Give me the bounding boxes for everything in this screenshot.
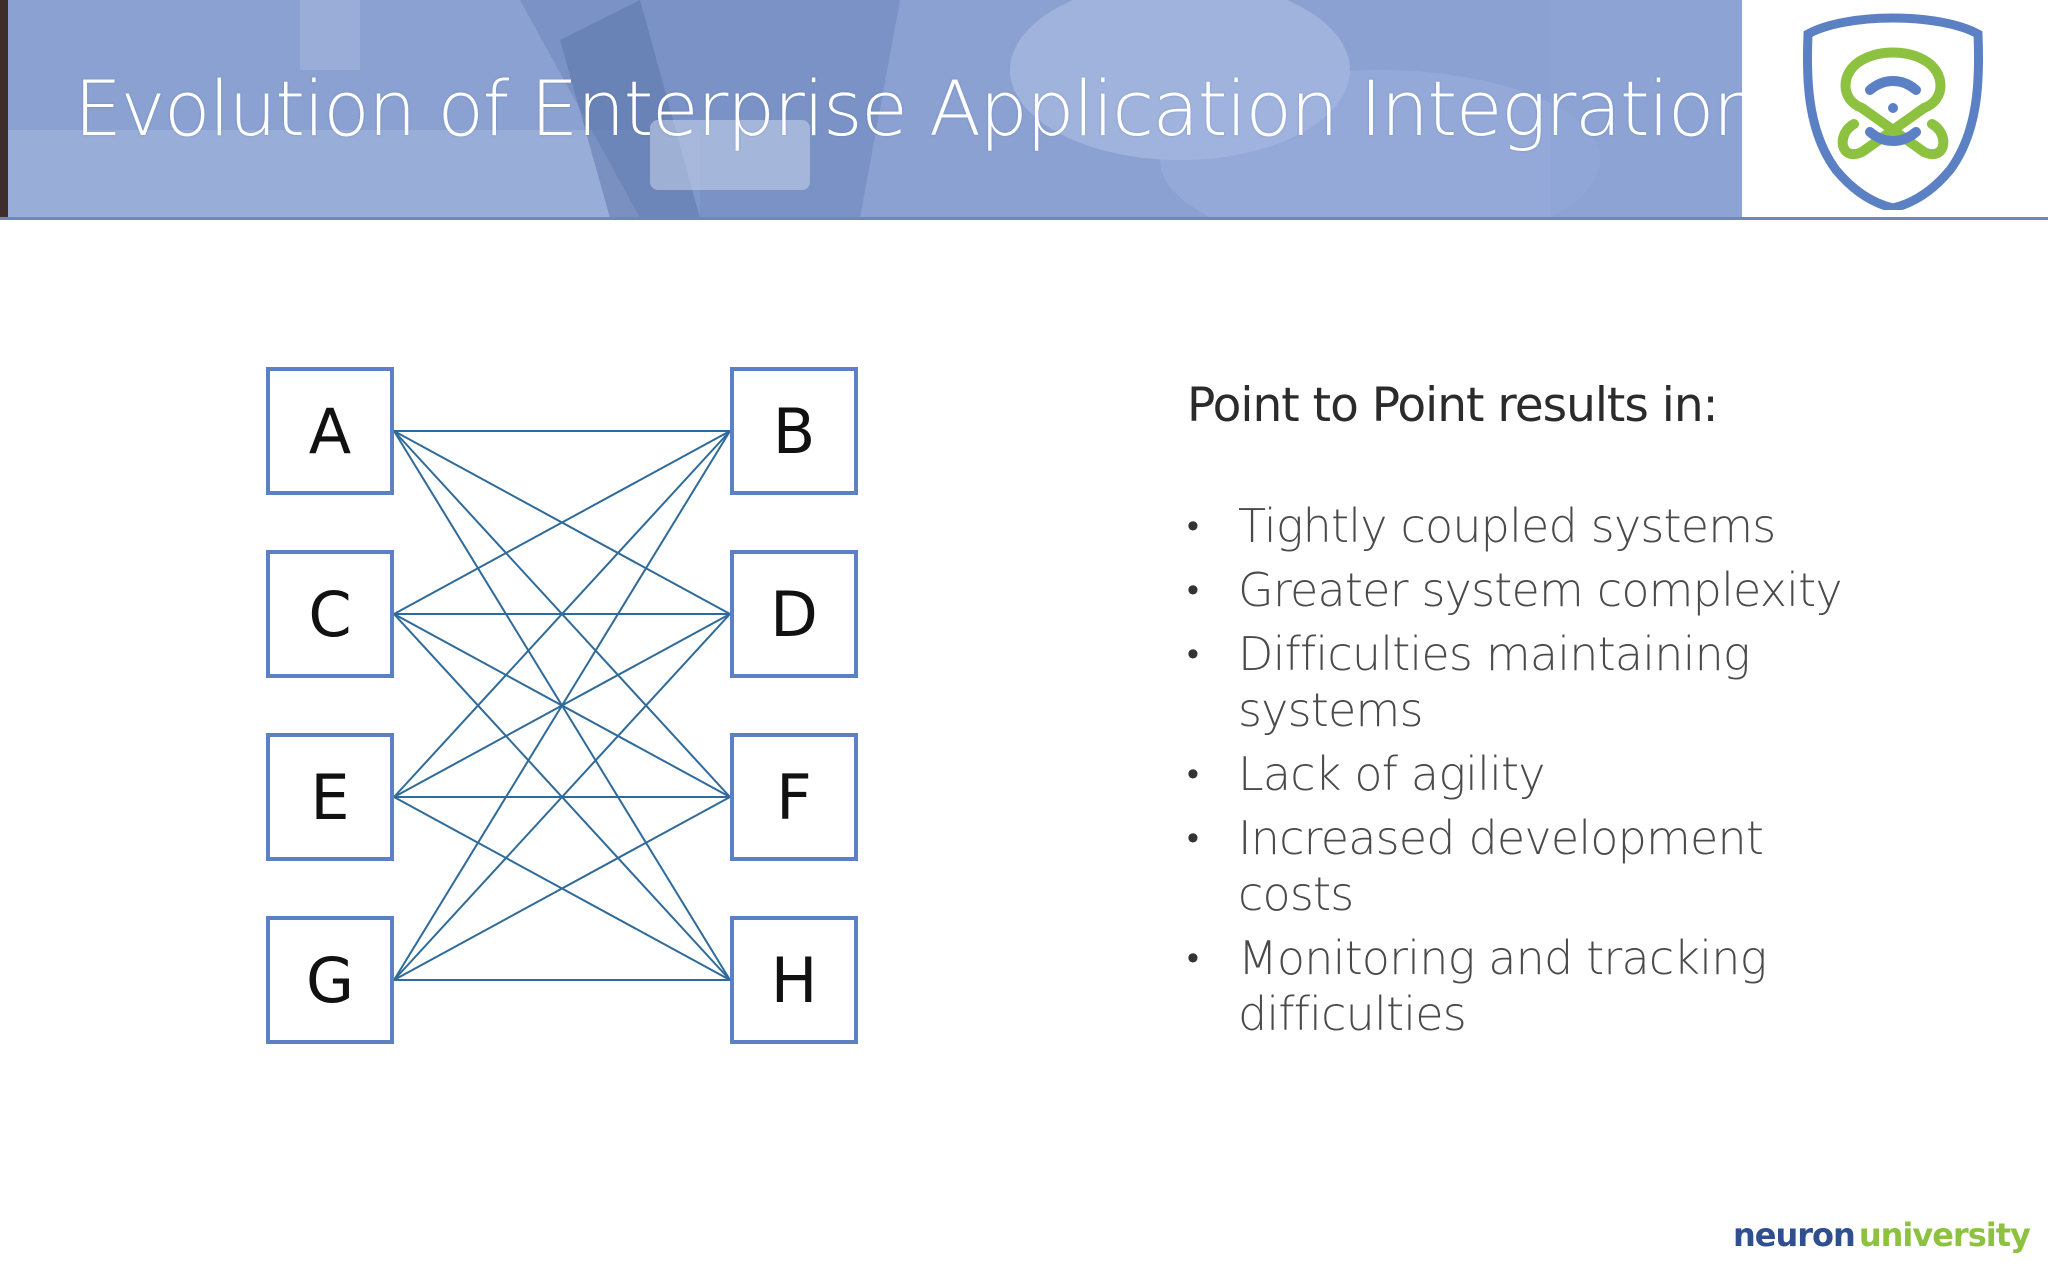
list-item-text: Lack of agility <box>1238 747 1546 801</box>
list-item: • Lack of agility <box>1187 746 1887 802</box>
connection-e-b <box>393 430 731 798</box>
header-banner: Evolution of Enterprise Application Inte… <box>0 0 1742 218</box>
node-e: E <box>266 733 394 861</box>
list-item: • Tightly coupled systems <box>1187 498 1887 554</box>
list-item: • Difficulties maintaining systems <box>1187 626 1887 738</box>
bullet-dot-icon: • <box>1187 634 1199 674</box>
node-g: G <box>266 916 394 1044</box>
node-h: H <box>730 916 858 1044</box>
header-divider <box>0 217 2048 220</box>
node-a: A <box>266 367 394 495</box>
point-to-point-diagram: A C E G B D F H <box>250 350 890 1050</box>
node-d: D <box>730 550 858 678</box>
results-list: • Tightly coupled systems • Greater system… <box>1187 498 1887 1050</box>
node-c: C <box>266 550 394 678</box>
list-item: • Greater system complexity <box>1187 562 1887 618</box>
connection-c-b <box>393 430 731 615</box>
bullet-dot-icon: • <box>1187 570 1199 610</box>
node-b: B <box>730 367 858 495</box>
bullet-dot-icon: • <box>1187 938 1199 978</box>
results-heading: Point to Point results in: <box>1187 378 1718 433</box>
node-f: F <box>730 733 858 861</box>
connection-g-d <box>393 613 731 981</box>
list-item-text: Greater system complexity <box>1238 563 1843 617</box>
brand-name-university: university <box>1858 1216 2031 1254</box>
slide-title: Evolution of Enterprise Application Inte… <box>74 64 1742 153</box>
connection-lines <box>393 430 731 981</box>
banner-photo-image <box>0 0 1742 218</box>
bullet-dot-icon: • <box>1187 818 1199 858</box>
neuron-shield-logo-icon <box>1802 13 1984 210</box>
list-item-text: Monitoring and tracking difficulties <box>1238 931 1767 1041</box>
bullet-dot-icon: • <box>1187 754 1199 794</box>
list-item: • Monitoring and tracking difficulties <box>1187 930 1887 1042</box>
banner-left-edge <box>0 0 8 218</box>
list-item: • Increased development costs <box>1187 810 1887 922</box>
connection-g-b <box>393 430 731 981</box>
list-item-text: Increased development costs <box>1238 811 1764 921</box>
connection-g-f <box>393 796 731 981</box>
brand-name-neuron: neuron <box>1733 1216 1856 1254</box>
list-item-text: Tightly coupled systems <box>1238 499 1776 553</box>
bullet-dot-icon: • <box>1187 506 1199 546</box>
list-item-text: Difficulties maintaining systems <box>1238 627 1751 737</box>
footer-brand-logo: neuron university <box>1733 1205 2031 1265</box>
